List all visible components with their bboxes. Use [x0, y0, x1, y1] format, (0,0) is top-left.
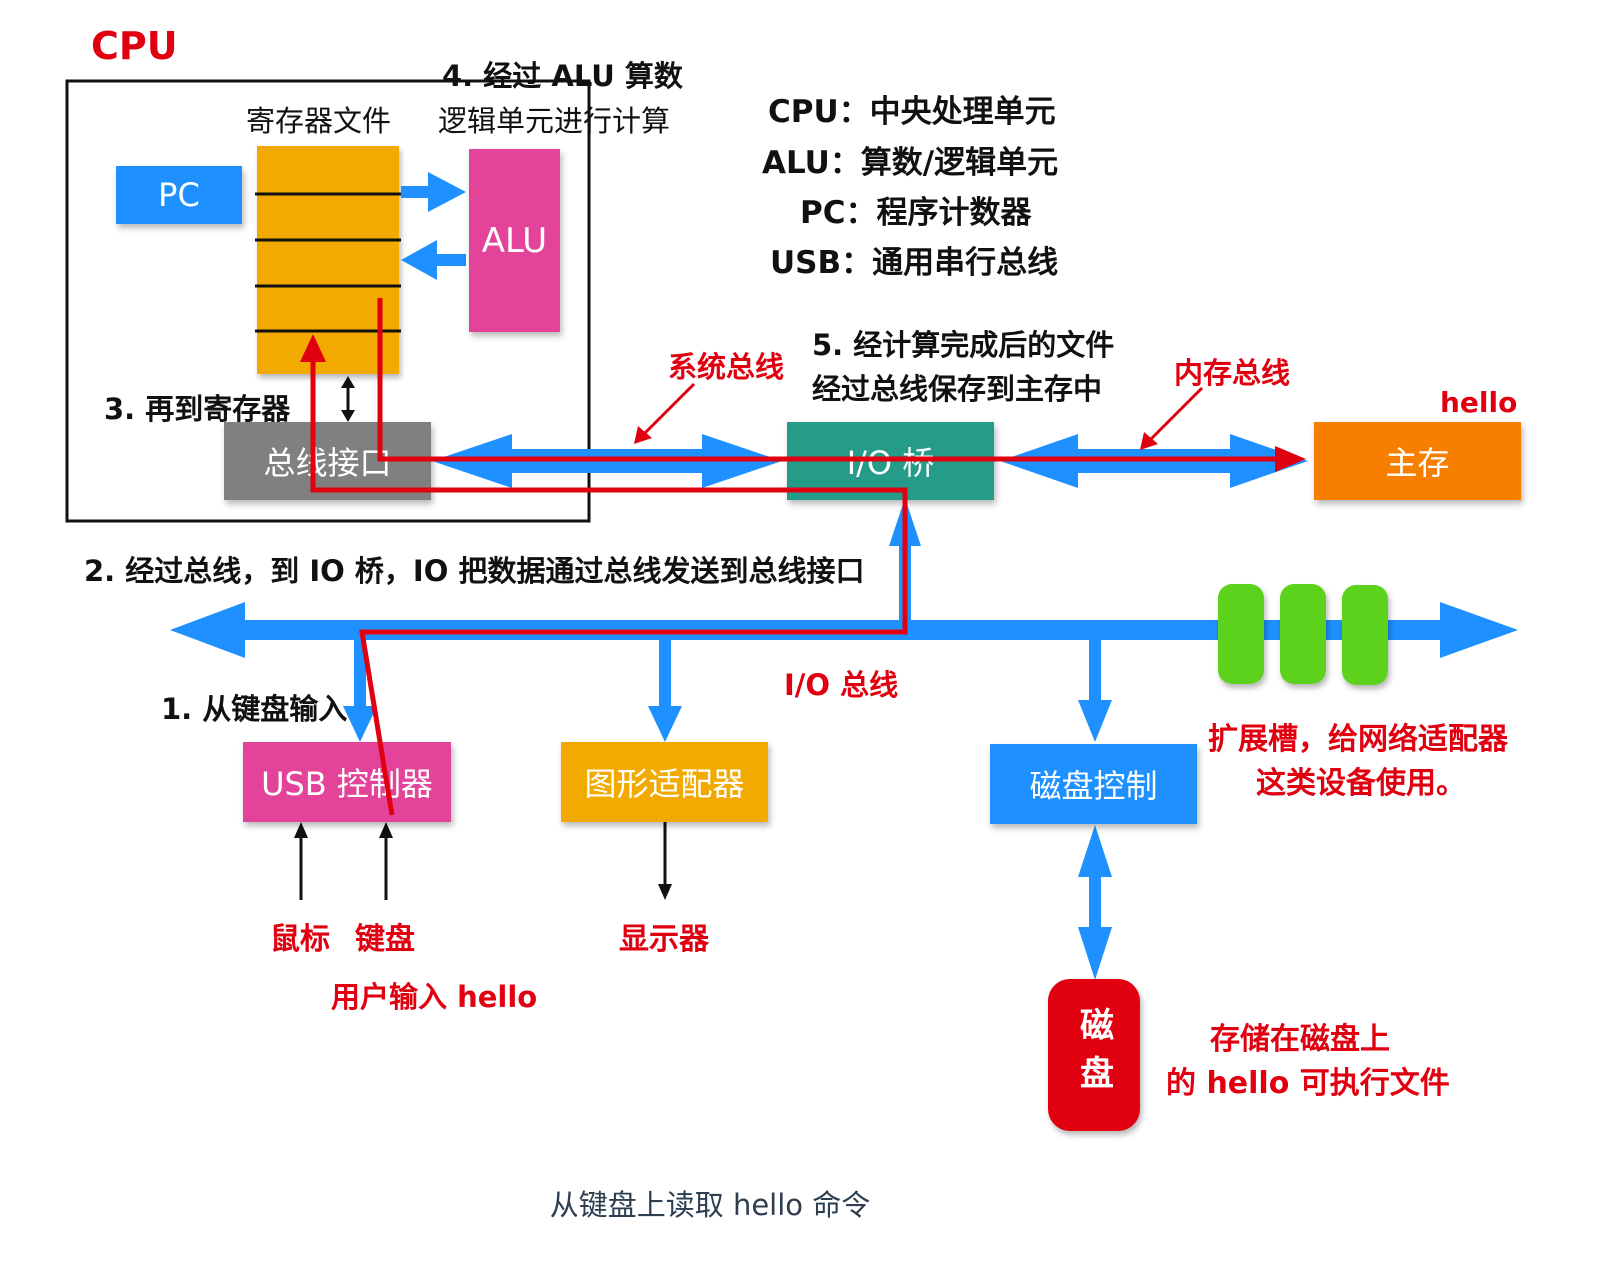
io-bridge-label: I/O 桥	[846, 444, 935, 482]
io-bridge: I/O 桥	[787, 422, 994, 500]
io-bridge-link-arrow	[889, 498, 921, 622]
step4-line1: 4. 经过 ALU 算数	[442, 59, 683, 93]
disk-link-double-arrow	[1078, 825, 1112, 980]
figure-caption: 从键盘上读取 hello 命令	[549, 1188, 871, 1222]
usb-branch-arrow	[343, 638, 377, 742]
step5-line2: 经过总线保存到主存中	[812, 372, 1103, 406]
step4-line2: 逻辑单元进行计算	[438, 104, 671, 138]
disk-controller-branch-arrow	[1078, 638, 1112, 742]
bus-interface: 总线接口	[224, 422, 431, 500]
alu-to-register-arrow	[401, 240, 466, 280]
disk: 磁盘	[1048, 979, 1140, 1131]
keyboard-label: 键盘	[355, 922, 415, 957]
disk-controller-label: 磁盘控制	[1029, 767, 1158, 805]
system-bus-pointer	[634, 382, 696, 444]
keyboard-arrow	[379, 822, 393, 900]
main-memory-label: 主存	[1385, 444, 1450, 482]
expansion-slots-note-line2: 这类设备使用。	[1256, 766, 1466, 801]
graphics-branch-arrow	[648, 638, 682, 742]
mouse-label: 鼠标	[270, 922, 330, 957]
io-bus-label: I/O 总线	[784, 668, 899, 702]
mouse-arrow	[294, 822, 308, 900]
register-bus-double-arrow	[341, 376, 355, 422]
expansion-slot	[1280, 584, 1326, 684]
bus-interface-label: 总线接口	[263, 444, 392, 482]
disk-note-line1: 存储在磁盘上	[1210, 1022, 1390, 1057]
legend-alu: ALU：算数/逻辑单元	[762, 145, 1059, 181]
expansion-slot	[1218, 584, 1264, 684]
expansion-slot	[1342, 585, 1388, 685]
alu-label: ALU	[481, 220, 548, 261]
step2-label: 2. 经过总线，到 IO 桥，IO 把数据通过总线发送到总线接口	[84, 554, 865, 588]
disk-controller: 磁盘控制	[990, 744, 1197, 824]
disk-note-line2: 的 hello 可执行文件	[1166, 1066, 1450, 1101]
legend-pc: PC：程序计数器	[800, 195, 1032, 231]
pc-register: PC	[116, 166, 242, 224]
main-memory-note: hello	[1440, 386, 1518, 419]
register-to-alu-arrow	[401, 172, 466, 212]
expansion-slots	[1218, 584, 1388, 685]
user-input-label: 用户输入 hello	[331, 980, 538, 1014]
display-label: 显示器	[619, 922, 709, 957]
memory-bus-pointer	[1140, 386, 1204, 450]
alu: ALU	[469, 149, 560, 332]
memory-bus-label: 内存总线	[1174, 356, 1291, 390]
main-memory: 主存	[1314, 422, 1521, 500]
expansion-slots-note-line1: 扩展槽，给网络适配器	[1208, 722, 1508, 757]
usb-controller: USB 控制器	[243, 742, 451, 822]
system-bus-label: 系统总线	[668, 350, 785, 384]
register-file-label: 寄存器文件	[246, 104, 392, 138]
display-arrow	[658, 822, 672, 900]
graphics-adapter-label: 图形适配器	[584, 765, 745, 803]
step5-line1: 5. 经计算完成后的文件	[812, 328, 1115, 362]
legend-usb: USB：通用串行总线	[770, 245, 1059, 281]
pc-label: PC	[158, 176, 200, 214]
step1-label: 1. 从键盘输入	[161, 692, 348, 726]
cpu-title: CPU	[91, 24, 178, 68]
legend-cpu: CPU：中央处理单元	[768, 94, 1056, 130]
usb-controller-label: USB 控制器	[261, 765, 433, 803]
register-file	[255, 146, 401, 374]
graphics-adapter: 图形适配器	[561, 742, 768, 822]
step3-label: 3. 再到寄存器	[104, 392, 291, 426]
system-bus-arrow	[432, 434, 782, 488]
disk-label: 磁盘	[1073, 1007, 1114, 1103]
